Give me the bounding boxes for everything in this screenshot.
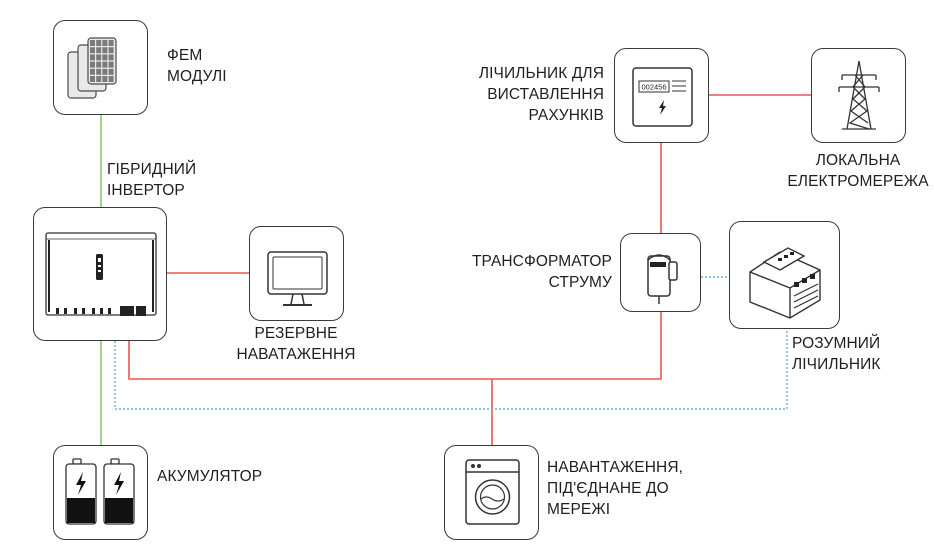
- billing-meter-label-line-3: РАХУНКІВ: [528, 107, 604, 124]
- smart-meter-label: РОЗУМНИЙ ЛІЧИЛЬНИК: [792, 333, 881, 375]
- current-transformer-label-line-2: СТРУМУ: [548, 274, 612, 291]
- current-transformer-label: ТРАНСФОРМАТОР СТРУМУ: [452, 251, 612, 293]
- billing-meter-label-line-2: ВИСТАВЛЕННЯ: [487, 86, 604, 103]
- backup-load-label: РЕЗЕРВНЕ НАВАТАЖЕННЯ: [226, 323, 366, 365]
- washing-machine-icon: [465, 459, 520, 525]
- backup-load-label-line-1: РЕЗЕРВНЕ: [254, 325, 338, 342]
- inverter-ac-bus-line: [128, 312, 662, 380]
- meter-reading-text: 002456: [641, 83, 666, 92]
- pv-modules-label-line-2: МОДУЛІ: [167, 68, 227, 85]
- grid-label-line-1: ЛОКАЛЬНА: [815, 152, 901, 169]
- smart-meter-label-line-1: РОЗУМНИЙ: [792, 335, 881, 352]
- smart-meter-box: [729, 221, 840, 329]
- grid-label: ЛОКАЛЬНА ЕЛЕКТРОМЕРЕЖА: [774, 150, 934, 192]
- grid-box: [811, 48, 906, 143]
- smart-meter-label-line-2: ЛІЧИЛЬНИК: [792, 356, 881, 373]
- backup-load-label-line-2: НАВАТАЖЕННЯ: [236, 346, 356, 363]
- hybrid-inverter-label-line-1: ГІБРИДНИЙ: [107, 161, 197, 178]
- backup-load-box: [249, 226, 344, 321]
- solar-panel-icon: [67, 37, 117, 99]
- hybrid-inverter-icon: [45, 232, 157, 316]
- grid-load-label-line-2: ПІД'ЄДНАНЕ ДО: [547, 480, 669, 497]
- grid-label-line-2: ЕЛЕКТРОМЕРЕЖА: [787, 173, 929, 190]
- hybrid-inverter-label: ГІБРИДНИЙ ІНВЕРТОР: [107, 159, 196, 201]
- billing-meter-label-line-1: ЛІЧИЛЬНИК ДЛЯ: [478, 65, 604, 82]
- power-tower-icon: [838, 60, 880, 130]
- pv-modules-label: ФЕМ МОДУЛІ: [167, 45, 227, 87]
- hybrid-inverter-label-line-2: ІНВЕРТОР: [107, 182, 185, 199]
- hybrid-inverter-box: [33, 207, 167, 341]
- din-rail-meter-icon: [749, 247, 821, 319]
- battery-label: АКУМУЛЯТОР: [157, 466, 262, 487]
- pv-modules-box: [53, 20, 148, 115]
- battery-box: [53, 445, 148, 540]
- current-transformer-label-line-1: ТРАНСФОРМАТОР: [471, 253, 612, 270]
- billing-meter-box: 002456: [614, 48, 709, 143]
- grid-load-box: [444, 445, 539, 540]
- monitor-icon: [267, 251, 328, 306]
- grid-load-label-line-1: НАВАНТАЖЕННЯ,: [547, 459, 684, 476]
- current-transformer-icon: [647, 254, 678, 304]
- inverter-smart-meter-comm-line: [114, 329, 788, 410]
- battery-icon: [65, 458, 135, 525]
- battery-label-line-1: АКУМУЛЯТОР: [157, 468, 263, 485]
- grid-load-label-line-3: МЕРЕЖІ: [547, 501, 611, 518]
- current-transformer-box: [620, 233, 701, 312]
- grid-load-label: НАВАНТАЖЕННЯ, ПІД'ЄДНАНЕ ДО МЕРЕЖІ: [547, 457, 683, 520]
- pv-modules-label-line-1: ФЕМ: [167, 47, 203, 64]
- electricity-meter-icon: 002456: [632, 67, 693, 127]
- billing-meter-label: ЛІЧИЛЬНИК ДЛЯ ВИСТАВЛЕННЯ РАХУНКІВ: [452, 63, 604, 126]
